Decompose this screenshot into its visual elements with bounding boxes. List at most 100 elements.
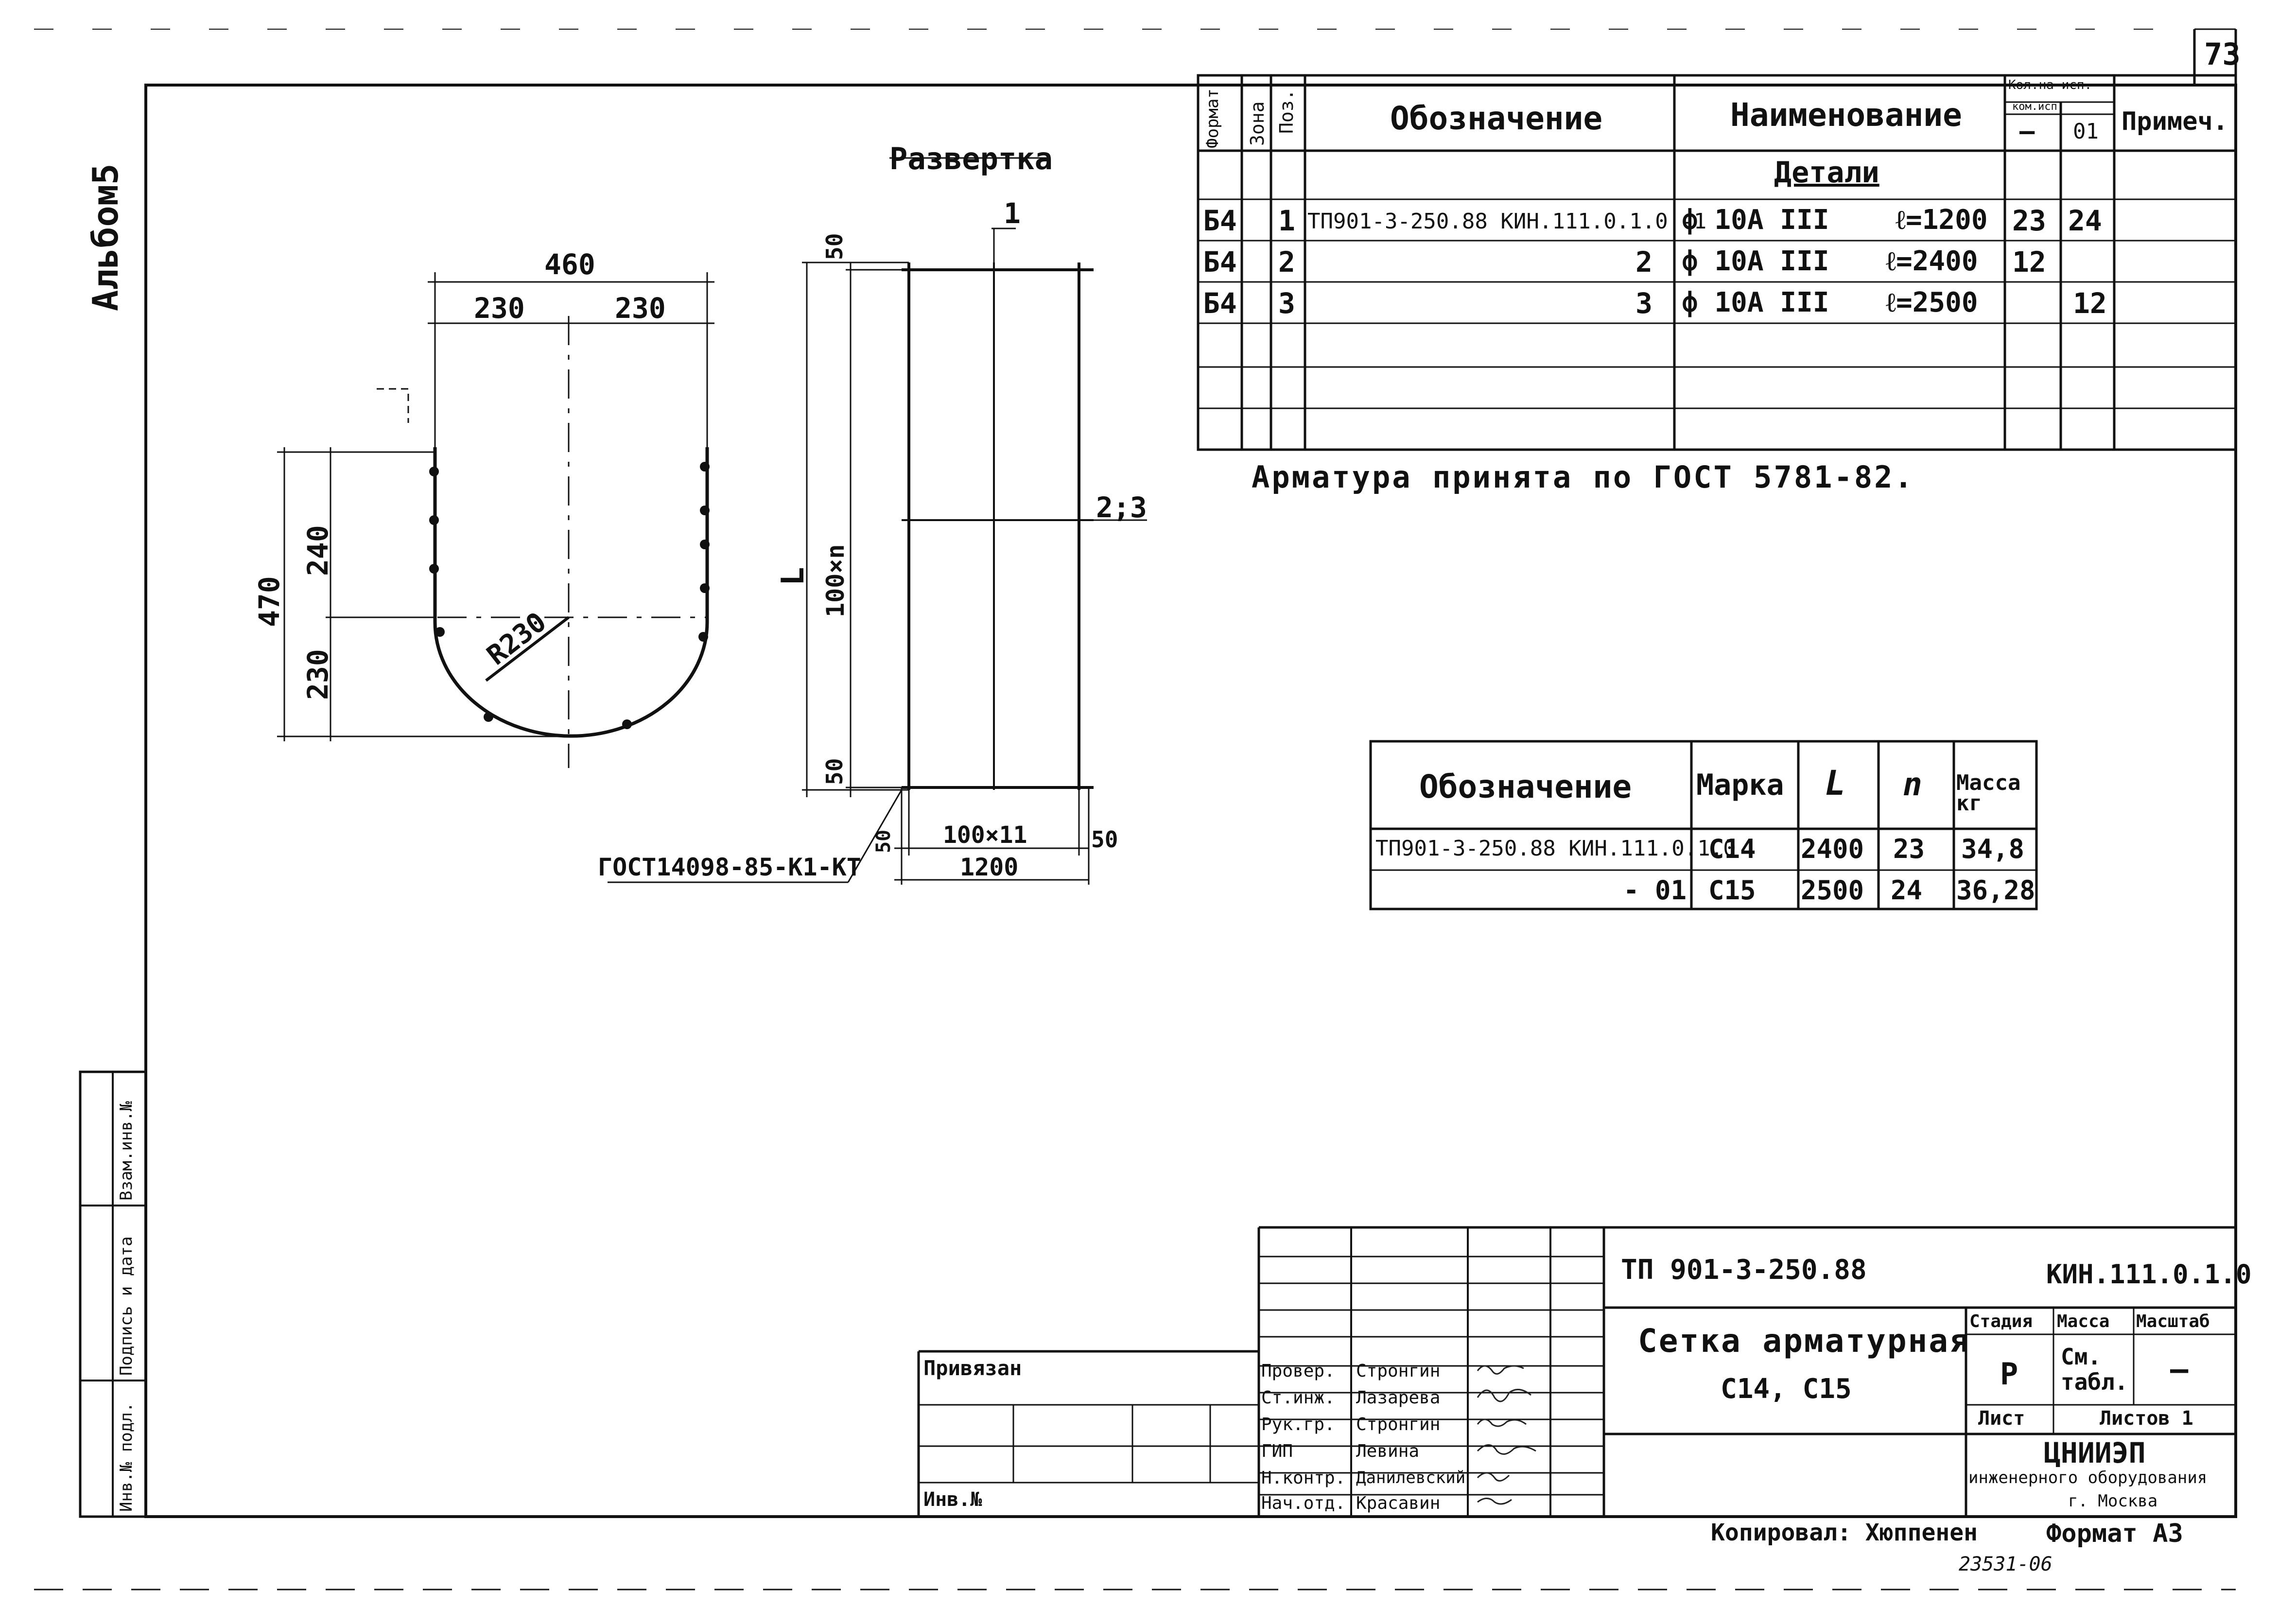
name-3: Стронгин xyxy=(1356,1415,1441,1434)
name-2: Лазарева xyxy=(1356,1388,1441,1408)
mass-value: См. табл. xyxy=(2061,1344,2128,1395)
title-block-grid xyxy=(917,1226,2236,1517)
inv-no-label: Инв.№ xyxy=(923,1488,982,1511)
spec-row-1-q2: 24 xyxy=(2068,204,2102,237)
spec-row-3-designation: 3 xyxy=(1635,287,1652,320)
spec-row-1-q1: 23 xyxy=(2012,204,2046,237)
spec-row-2-designation: 2 xyxy=(1635,245,1652,279)
role-2: Ст.инж. xyxy=(1261,1388,1335,1408)
spec-header-name: Наименование xyxy=(1730,96,1962,134)
spec-row-1-pos: 1 xyxy=(1278,204,1295,237)
title-line-2: С14, С15 xyxy=(1721,1373,1852,1405)
spec-section-label: Детали xyxy=(1774,156,1879,190)
marks-row-2-mass: 36,28 xyxy=(1956,875,2035,906)
privyazan-label: Привязан xyxy=(923,1356,1022,1380)
page-number: 73 xyxy=(2204,36,2241,72)
spec-row-3-len: ℓ=2500 xyxy=(1886,287,1978,318)
spec-header-note: Примеч. xyxy=(2122,107,2228,136)
dim-460: 460 xyxy=(544,248,595,281)
rebar-note: Арматура принята по ГОСТ 5781-82. xyxy=(1252,459,1914,495)
weld-gost-label: ГОСТ14098-85-К1-КТ xyxy=(598,853,861,881)
marks-row-1-mark: С14 xyxy=(1708,834,1756,864)
stamp-vzam: Взам.инв.№ xyxy=(117,1101,136,1201)
org-name-1: ЦНИИЭП xyxy=(2044,1436,2146,1469)
name-6: Красавин xyxy=(1356,1493,1441,1513)
name-4: Левина xyxy=(1356,1441,1420,1461)
spec-row-3-format: Б4 xyxy=(1203,287,1237,320)
spec-header-pos: Поз. xyxy=(1276,89,1297,134)
dim-230-right: 230 xyxy=(615,292,666,325)
spec-row-1-name: ф 10А III xyxy=(1682,204,1829,236)
spec-header-qty-sub: ком.исп. xyxy=(2012,101,2064,113)
dim-50-top: 50 xyxy=(821,233,848,260)
dim-100n: 100×n xyxy=(821,544,850,617)
dim-230-left: 230 xyxy=(474,292,525,325)
dim-50-right: 50 xyxy=(1091,826,1118,853)
sheet-frame xyxy=(144,84,2237,1518)
spec-table-grid xyxy=(1197,74,2237,451)
marks-row-1-mass: 34,8 xyxy=(1961,834,2025,864)
spec-header-format: Формат xyxy=(1203,88,1222,148)
spec-row-3-q2: 12 xyxy=(2073,287,2107,320)
sheet-label: Лист xyxy=(1978,1407,2025,1430)
spec-row-2-len: ℓ=2400 xyxy=(1886,245,1978,277)
format-label: Формат А3 xyxy=(2046,1519,2183,1548)
spec-row-2-name: ф 10А III xyxy=(1682,245,1829,277)
scale-label: Масштаб xyxy=(2136,1311,2210,1331)
spec-header-qty-01: 01 xyxy=(2073,119,2099,144)
marks-header-n: n xyxy=(1903,766,1922,803)
marks-row-2-L: 2500 xyxy=(1801,875,1864,906)
name-1: Стронгин xyxy=(1356,1361,1441,1381)
spec-row-3-name: ф 10А III xyxy=(1682,287,1829,318)
dim-230-vert: 230 xyxy=(301,649,334,700)
dim-L: L xyxy=(775,567,811,586)
org-name-2: инженерного оборудования xyxy=(1968,1468,2208,1487)
marks-row-1-designation: ТП901-3-250.88 КИН.111.0.1.0 xyxy=(1375,836,1736,861)
dim-50-left: 50 xyxy=(872,829,895,853)
role-3: Рук.гр. xyxy=(1261,1415,1335,1434)
spec-row-2-format: Б4 xyxy=(1203,245,1237,279)
role-4: ГИП xyxy=(1261,1441,1293,1461)
development-view xyxy=(608,157,1147,885)
marks-row-2-n: 24 xyxy=(1891,875,1923,906)
marks-header-mass: Масса кг xyxy=(1956,770,2021,816)
stamp-inv-podl: Инв.№ подл. xyxy=(117,1402,136,1512)
rebar-dots xyxy=(429,462,710,729)
copied-label: Копировал: Хюппенен xyxy=(1711,1519,1978,1546)
album-label: Альбом5 xyxy=(85,163,126,311)
spec-row-1-designation: ТП901-3-250.88 КИН.111.0.1.0 -1 xyxy=(1307,209,1707,234)
spec-header-qty: Кол.на исп. xyxy=(2008,78,2092,92)
role-6: Нач.отд. xyxy=(1261,1493,1346,1513)
spec-header-designation: Обозначение xyxy=(1390,100,1603,137)
section-view xyxy=(277,272,714,768)
name-5: Данилевский xyxy=(1356,1468,1466,1487)
spec-row-2-q1: 12 xyxy=(2012,245,2046,279)
spec-header-zone: Зона xyxy=(1247,101,1268,146)
dim-50-bottom: 50 xyxy=(821,758,848,785)
marks-table-grid xyxy=(1369,740,2038,910)
spec-header-qty-dash: — xyxy=(2019,117,2035,146)
signatures xyxy=(1477,1365,1536,1505)
stamp-podpis: Подпись и дата xyxy=(117,1236,136,1376)
doc-code: ТП 901-3-250.88 xyxy=(1621,1254,1867,1286)
stage-label: Стадия xyxy=(1969,1311,2033,1331)
marks-row-1-L: 2400 xyxy=(1801,834,1864,864)
title-line-1: Сетка арматурная xyxy=(1638,1322,1970,1360)
callout-1: 1 xyxy=(1004,197,1021,230)
dim-240: 240 xyxy=(301,525,334,576)
spec-row-2-pos: 2 xyxy=(1278,245,1295,279)
marks-header-designation: Обозначение xyxy=(1419,768,1632,805)
role-5: Н.контр. xyxy=(1261,1468,1346,1488)
marks-row-2-designation: - 01 xyxy=(1623,875,1687,906)
archive-number: 23531-06 xyxy=(1959,1553,2052,1575)
dim-100x11: 100×11 xyxy=(943,821,1027,849)
marks-row-2-mark: С15 xyxy=(1708,875,1756,906)
spec-row-1-format: Б4 xyxy=(1203,204,1237,237)
scale-value: — xyxy=(2170,1351,2189,1387)
stage-value: Р xyxy=(2000,1356,2018,1392)
marks-row-1-n: 23 xyxy=(1893,834,1925,864)
mass-label: Масса xyxy=(2057,1311,2110,1331)
callout-2-3: 2;3 xyxy=(1096,491,1147,524)
marks-header-L: L xyxy=(1825,763,1846,803)
